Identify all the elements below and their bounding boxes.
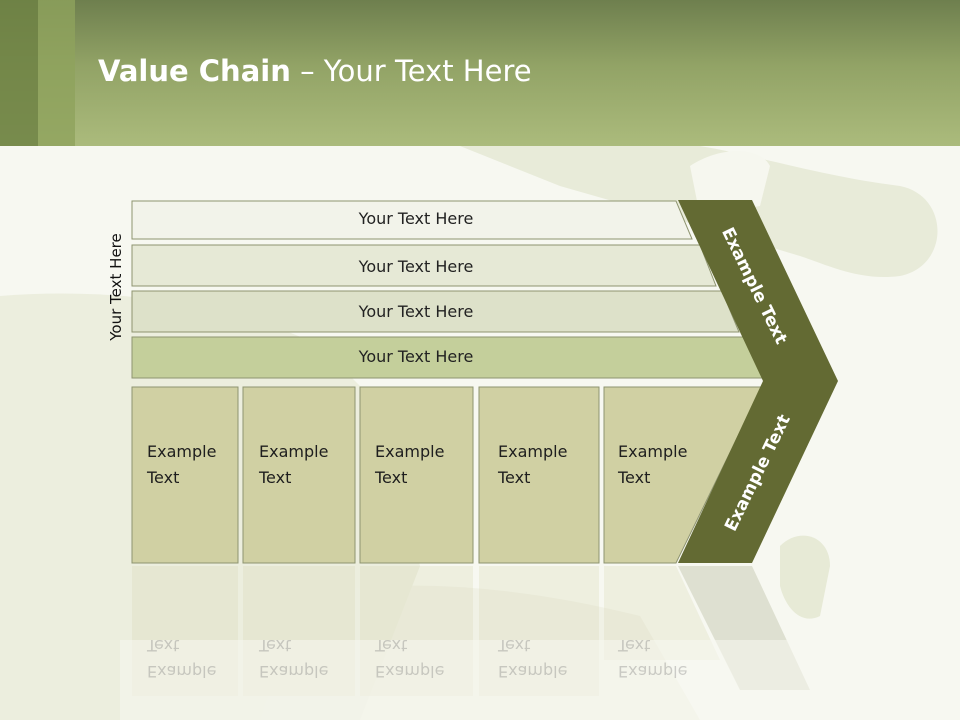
band-label-4: Your Text Here bbox=[358, 347, 474, 366]
band-shape-2 bbox=[131, 244, 717, 287]
band-label-2: Your Text Here bbox=[358, 257, 474, 276]
cell-shape-4 bbox=[478, 386, 600, 564]
band-label-1: Your Text Here bbox=[358, 209, 474, 228]
cell-shape-1 bbox=[131, 386, 239, 564]
chevron-arrow bbox=[678, 200, 838, 563]
cell-shape-5 bbox=[603, 386, 763, 564]
slide-title: Value Chain – Your Text Here bbox=[98, 54, 532, 88]
band-shape-3 bbox=[131, 290, 740, 333]
header-bar: Value Chain – Your Text Here bbox=[0, 0, 960, 146]
header-stripe-light bbox=[38, 0, 75, 146]
band-shape-1 bbox=[131, 200, 693, 240]
cell-shape-3 bbox=[359, 386, 474, 564]
band-label-3: Your Text Here bbox=[358, 302, 474, 321]
cell-shape-2 bbox=[242, 386, 356, 564]
header-stripe-dark bbox=[0, 0, 38, 146]
side-label: Your Text Here bbox=[107, 233, 125, 341]
